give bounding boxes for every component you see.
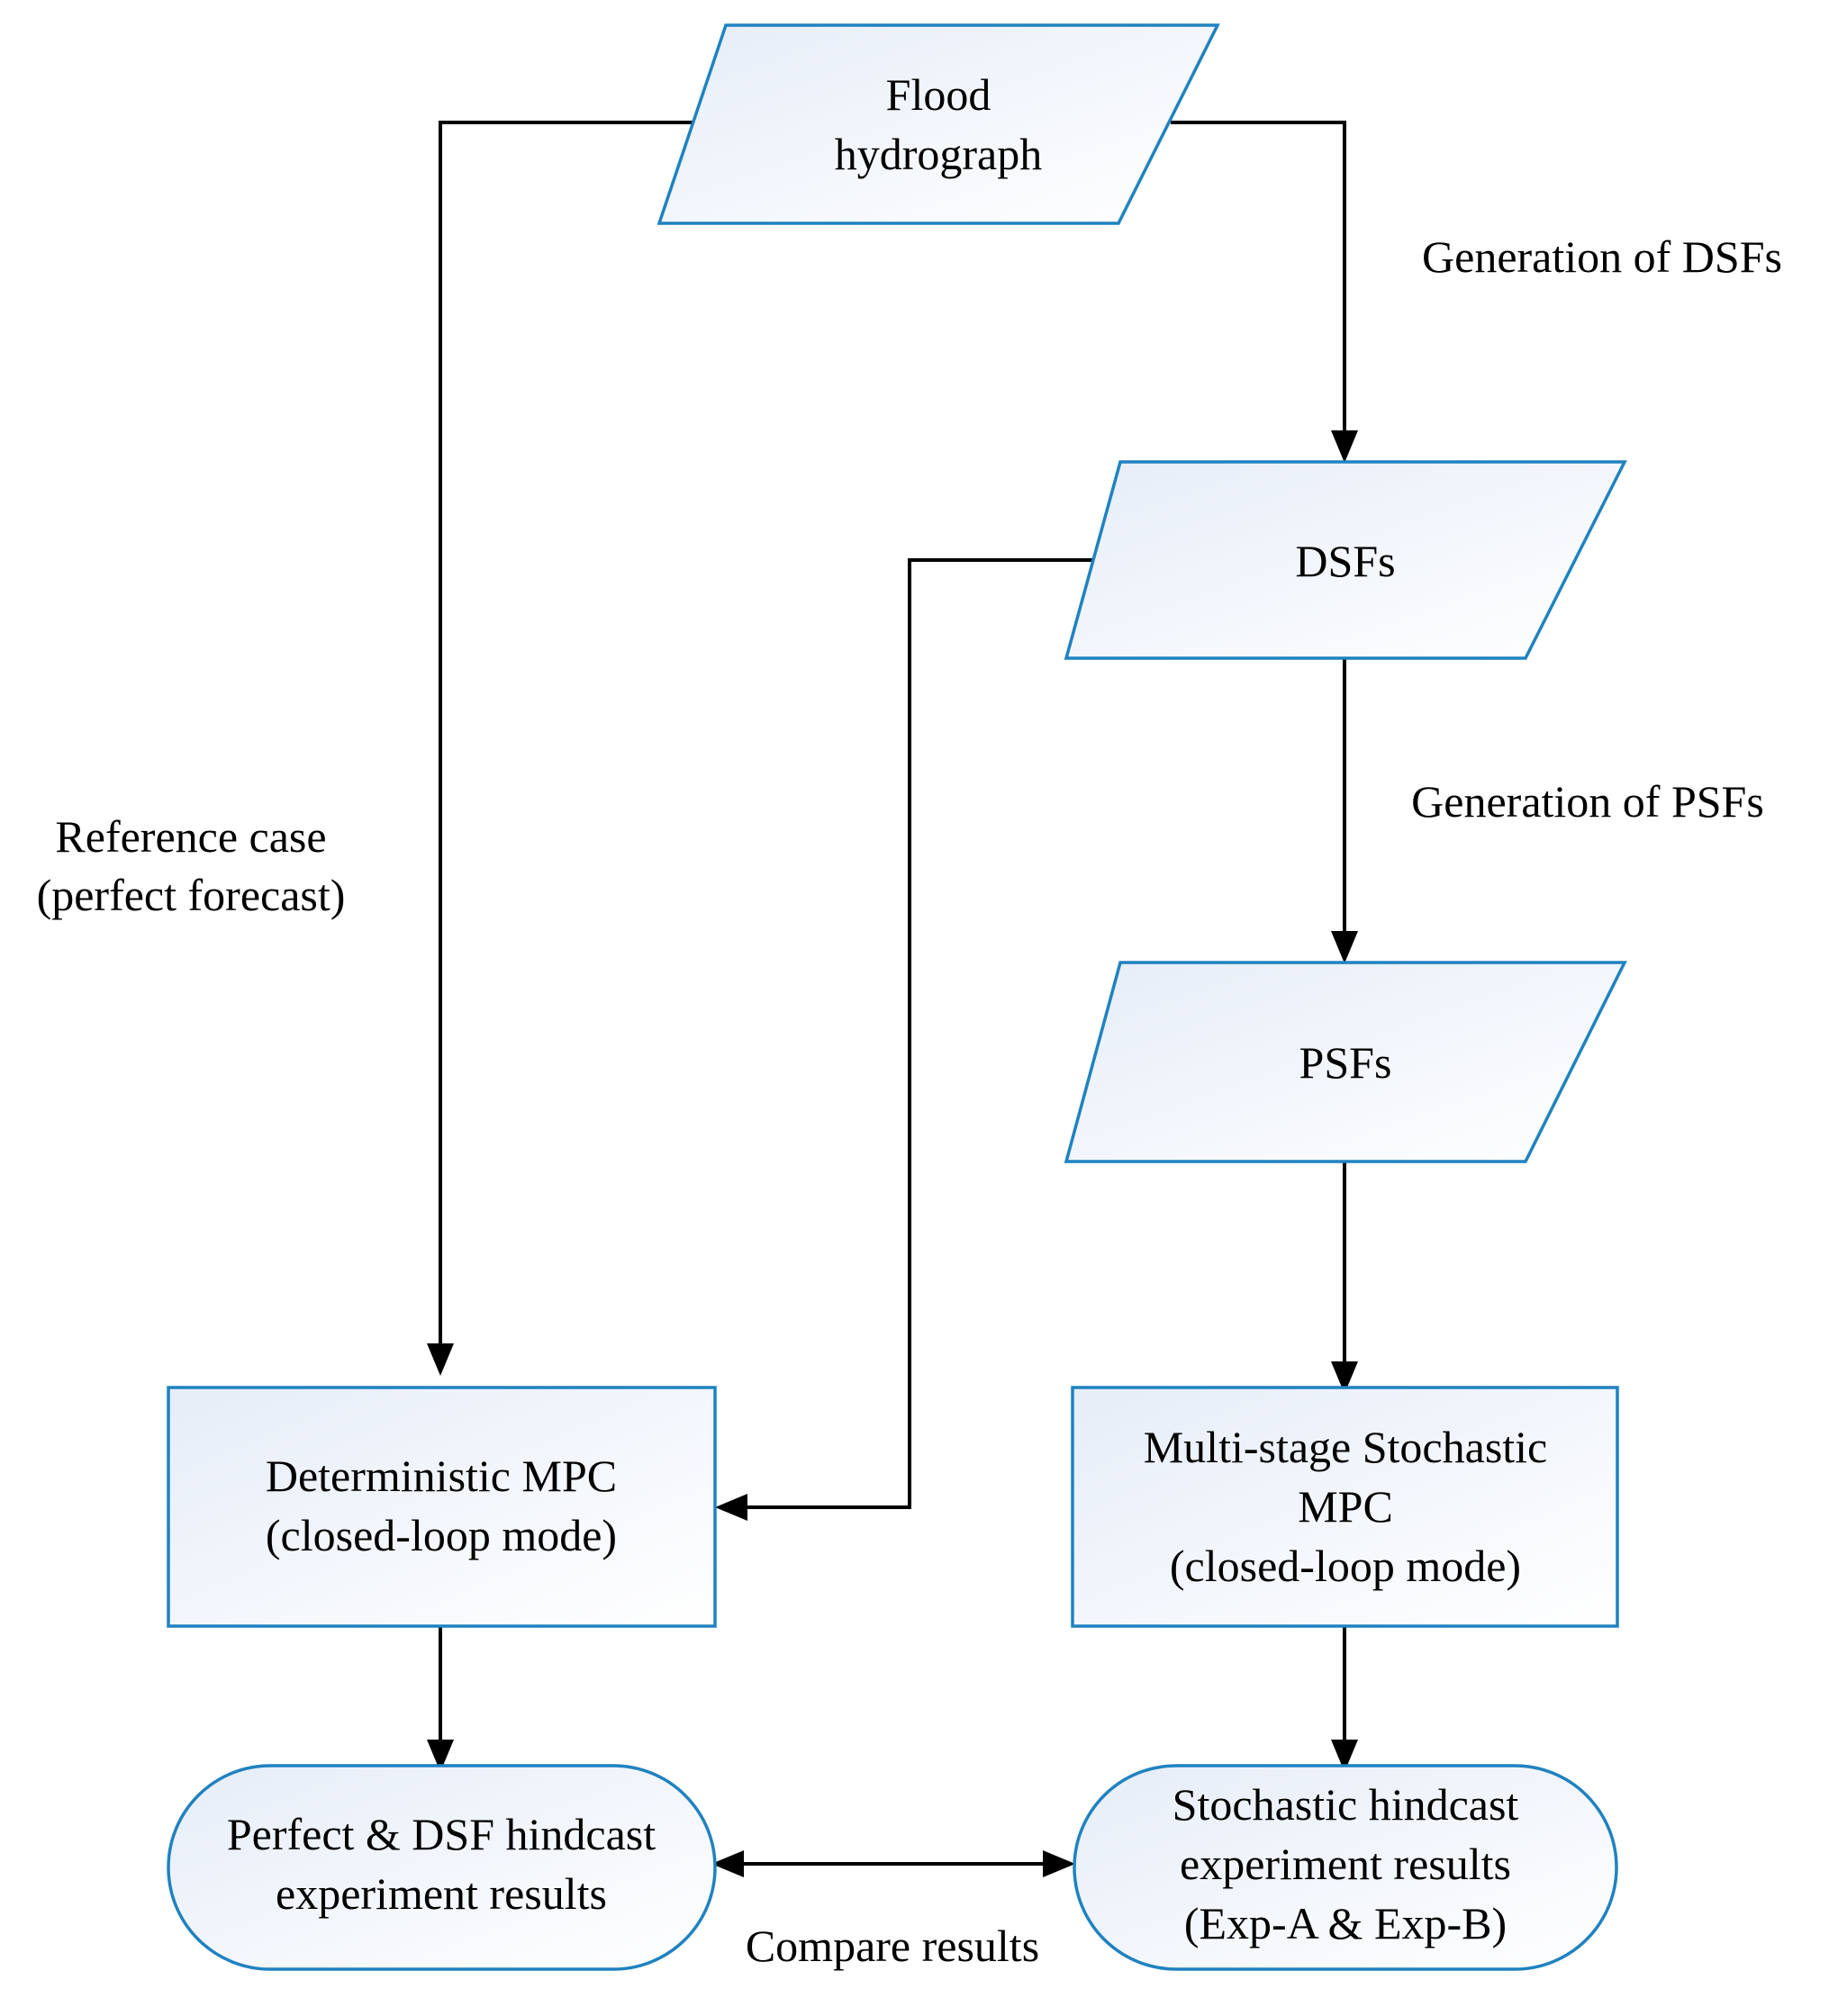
stochastic-mpc-line-1: Multi-stage Stochastic [1144,1422,1548,1472]
stochastic-results-line-1: Stochastic hindcast [1173,1779,1519,1830]
arrowhead-perfect-results-top [427,1740,454,1772]
perfect-dsf-results-shape [167,1764,717,1971]
label-reference-case-line-2: (perfect forecast) [37,870,346,920]
node-psfs[interactable]: PSFs [1064,961,1627,1163]
node-perfect-dsf-results[interactable]: Perfect & DSF hindcast experiment result… [167,1764,717,1971]
flood-hydrograph-line-2: hydrograph [835,129,1043,179]
psfs-shape [1064,961,1627,1163]
node-stochastic-results[interactable]: Stochastic hindcast experiment results (… [1073,1764,1618,1971]
arrowhead-dsfs-top [1331,430,1358,463]
arrowhead-psfs-top [1331,931,1358,963]
stochastic-results-line-2: experiment results [1180,1839,1511,1889]
label-reference-case-line-1: Reference case [55,811,326,862]
edge-flood-to-deterministic [439,121,710,1369]
stochastic-results-shape [1073,1764,1618,1971]
arrowhead-deterministic-right [715,1494,747,1521]
arrowhead-deterministic-top [427,1343,454,1376]
label-generation-psfs: Generation of PSFs [1411,776,1764,827]
label-generation-dsfs: Generation of DSFs [1422,231,1782,282]
perfect-dsf-results-line-1: Perfect & DSF hindcast [227,1809,656,1859]
nodes: Flood hydrograph DSFs PSFs Deterministic… [167,23,1627,1971]
arrowhead-stochastic-mpc-top [1331,1361,1358,1394]
arrowhead-compare-left [711,1850,744,1877]
edge-flood-to-dsfs [1171,121,1346,438]
dsfs-shape [1064,460,1627,660]
stochastic-results-line-3: (Exp-A & Exp-B) [1184,1898,1507,1948]
node-flood-hydrograph[interactable]: Flood hydrograph [656,23,1220,225]
dsfs-label: DSFs [1295,536,1395,586]
deterministic-mpc-line-1: Deterministic MPC [266,1451,617,1501]
deterministic-mpc-line-2: (closed-loop mode) [266,1510,617,1560]
perfect-dsf-results-line-2: experiment results [276,1868,607,1919]
node-dsfs[interactable]: DSFs [1064,460,1627,660]
arrowhead-compare-right [1043,1850,1075,1877]
flood-hydrograph-line-1: Flood [886,69,991,120]
stochastic-mpc-shape [1071,1386,1619,1628]
connectors [427,121,1358,1877]
edge-labels: Generation of DSFs Generation of PSFs Re… [37,231,1782,1971]
psfs-label: PSFs [1299,1037,1392,1088]
deterministic-mpc-shape [167,1386,717,1628]
arrowhead-stochastic-results-top [1331,1740,1358,1772]
node-stochastic-mpc[interactable]: Multi-stage Stochastic MPC (closed-loop … [1071,1386,1619,1628]
stochastic-mpc-line-2: MPC [1298,1481,1393,1532]
flood-hydrograph-shape [656,23,1220,225]
label-compare-results: Compare results [746,1921,1039,1971]
node-deterministic-mpc[interactable]: Deterministic MPC (closed-loop mode) [167,1386,717,1628]
stochastic-mpc-line-3: (closed-loop mode) [1170,1541,1521,1591]
edge-dsfs-to-deterministic [728,558,1120,1509]
